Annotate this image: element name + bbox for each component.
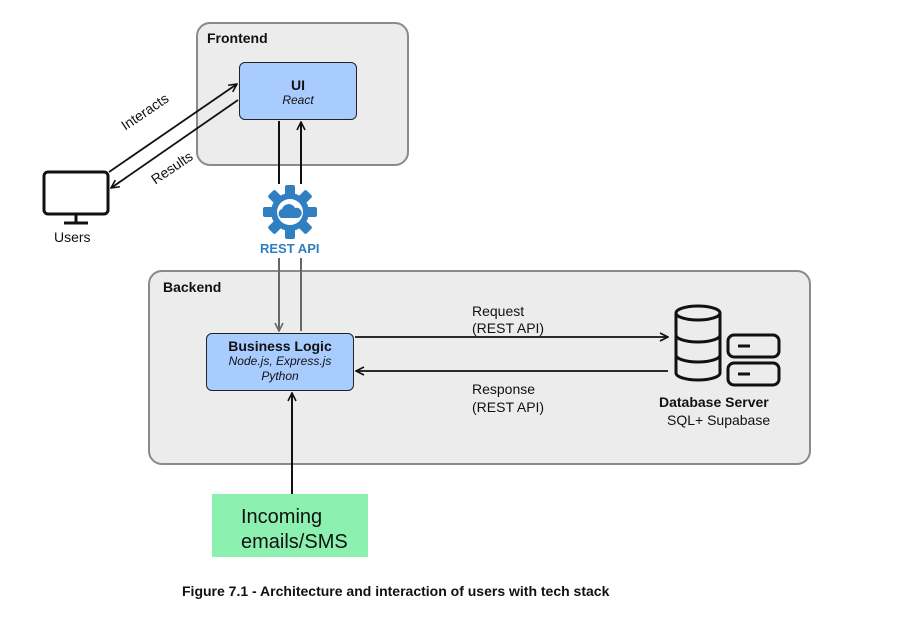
database-subtitle: SQL+ Supabase <box>667 412 771 428</box>
incoming-line-2: emails/SMS <box>241 531 348 553</box>
backend-label: Backend <box>163 279 222 295</box>
interacts-arrow <box>108 84 237 173</box>
users-label: Users <box>54 229 91 245</box>
response-label-2: (REST API) <box>472 399 545 415</box>
gear-cloud-icon <box>263 185 317 239</box>
request-label-1: Request <box>472 303 525 319</box>
frontend-label: Frontend <box>207 30 268 46</box>
business-logic-node: Business Logic Node.js, Express.js Pytho… <box>206 333 354 391</box>
monitor-icon <box>42 170 110 225</box>
business-logic-tech-1: Node.js, Express.js <box>228 354 332 368</box>
request-label-2: (REST API) <box>472 320 545 336</box>
incoming-messages-box: Incoming emails/SMS <box>212 494 368 557</box>
results-arrow <box>111 99 239 188</box>
figure-caption: Figure 7.1 - Architecture and interactio… <box>182 583 610 599</box>
ui-node: UI React <box>239 62 357 120</box>
database-title: Database Server <box>659 394 769 410</box>
business-logic-tech-2: Python <box>261 369 299 383</box>
ui-subtitle: React <box>282 93 314 107</box>
rest-api-label: REST API <box>260 241 320 256</box>
incoming-line-1: Incoming <box>241 506 323 528</box>
ui-title: UI <box>291 77 305 93</box>
database-icon <box>674 304 781 387</box>
response-label-1: Response <box>472 381 536 397</box>
business-logic-title: Business Logic <box>228 338 332 354</box>
